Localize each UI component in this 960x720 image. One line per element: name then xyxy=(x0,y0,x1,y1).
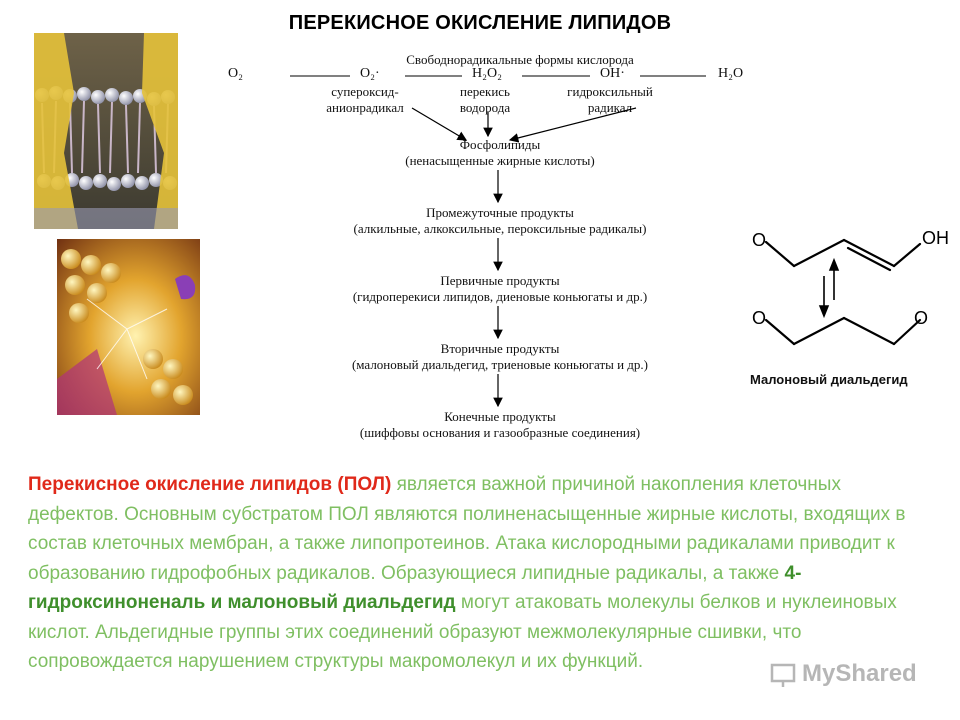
term-aldehydes: 4-гидроксиноненаль и малоновый диальдеги… xyxy=(28,562,802,614)
chain-h2o: H₂O xyxy=(718,66,744,81)
term-lpo: Перекисное окисление липидов (ПОЛ) xyxy=(28,474,392,495)
chain-oh: OH· xyxy=(600,66,625,81)
malondialdehyde-structure xyxy=(764,238,922,346)
step-detail: (малоновый диальдегид, триеновые коньюга… xyxy=(351,357,649,372)
step-detail: (ненасыщенные жирные кислоты) xyxy=(405,153,595,168)
page-title: ПЕРЕКИСНОЕ ОКИСЛЕНИЕ ЛИПИДОВ xyxy=(288,12,672,34)
chain-o2: O₂ xyxy=(228,66,243,81)
step-name: Конечные продукты xyxy=(444,409,556,424)
watermark: MyShared xyxy=(802,660,917,687)
arrow-down-icon xyxy=(411,107,468,141)
description-paragraph: Перекисное окисление липидов (ПОЛ) являе… xyxy=(28,470,933,677)
step-name: Фосфолипиды xyxy=(459,137,541,152)
atom-o: O xyxy=(752,308,767,328)
membrane-closeup-illustration xyxy=(57,239,200,415)
label-superoxide-2: анионрадикал xyxy=(326,100,404,115)
step-detail: (шиффовы основания и газообразные соедин… xyxy=(359,425,641,440)
atom-oh: OH xyxy=(922,228,949,248)
paragraph-text: является важной причиной накопления клет… xyxy=(28,474,906,584)
label-peroxide-1: перекись xyxy=(460,84,510,99)
membrane-illustration xyxy=(34,33,178,229)
atom-o: O xyxy=(914,308,929,328)
paragraph-text: могут атаковать молекулы белков и нуклеи… xyxy=(28,592,897,672)
arrow-down-icon xyxy=(508,107,637,143)
step-name: Вторичные продукты xyxy=(440,341,560,356)
step-name: Промежуточные продукты xyxy=(426,205,574,220)
atom-o: O xyxy=(752,230,767,250)
step-detail: (алкильные, алкоксильные, пероксильные р… xyxy=(353,221,647,236)
scheme-header: Свободнорадикальные формы кислорода xyxy=(406,52,634,67)
molecule-caption: Малоновый диальдегид xyxy=(750,372,908,387)
chain-h2o2: H₂O₂ xyxy=(472,66,502,81)
step-name: Первичные продукты xyxy=(440,273,560,288)
presentation-icon xyxy=(770,663,796,687)
label-hydroxyl-1: гидроксильный xyxy=(567,84,653,99)
step-detail: (гидроперекиси липидов, диеновые коньюга… xyxy=(352,289,648,304)
label-superoxide-1: супероксид- xyxy=(331,84,399,99)
chain-superoxide: O₂· xyxy=(360,66,380,81)
equilibrium-arrows-icon xyxy=(818,257,840,319)
label-peroxide-2: водорода xyxy=(459,100,511,115)
scheme-lines xyxy=(290,75,706,408)
